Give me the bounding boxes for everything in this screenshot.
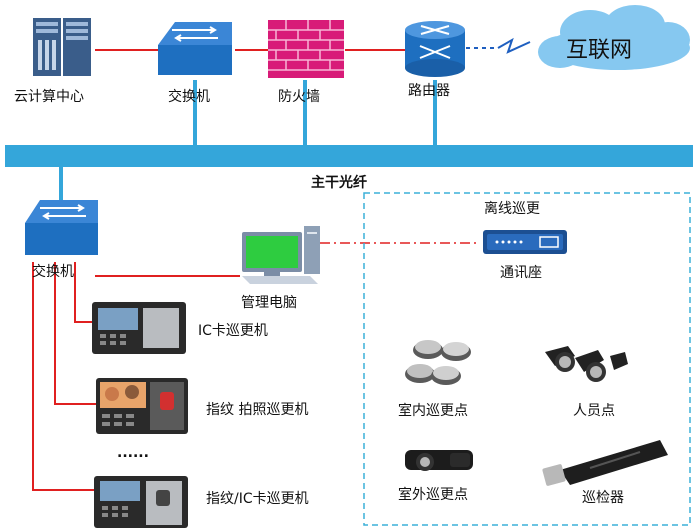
label-switch-left: 交换机 bbox=[32, 264, 74, 280]
label-switch-top: 交换机 bbox=[168, 89, 210, 105]
label-fingerprint-photo: 指纹 拍照巡更机 bbox=[206, 402, 309, 418]
firewall-icon bbox=[268, 20, 344, 78]
computer-icon bbox=[242, 226, 320, 284]
fingerprint-photo-device-icon bbox=[96, 378, 188, 434]
switch-top-icon bbox=[158, 22, 232, 75]
connector-firewall bbox=[303, 80, 307, 146]
label-firewall: 防火墙 bbox=[278, 89, 320, 105]
offline-patrol-box bbox=[363, 192, 691, 526]
connector-switch-left bbox=[59, 167, 63, 201]
outdoor-point-icon bbox=[405, 450, 473, 471]
lightning-icon bbox=[497, 37, 531, 54]
label-ellipsis: ...... bbox=[117, 445, 149, 461]
label-offline-title: 离线巡更 bbox=[484, 201, 540, 217]
backbone-fiber bbox=[5, 145, 693, 167]
label-comm-base: 通讯座 bbox=[500, 265, 542, 281]
link-switch-fingerprint-photo bbox=[54, 262, 96, 405]
label-indoor-point: 室内巡更点 bbox=[398, 403, 468, 419]
staff-point-icon bbox=[545, 346, 628, 382]
label-router: 路由器 bbox=[408, 83, 450, 99]
link-switch-fingerprint-ic bbox=[32, 262, 94, 491]
ic-card-device-icon bbox=[92, 302, 186, 354]
label-fingerprint-ic: 指纹/IC卡巡更机 bbox=[206, 491, 309, 507]
connector-router bbox=[433, 80, 437, 146]
indoor-point-icon bbox=[405, 340, 471, 385]
comm-base-icon bbox=[483, 230, 567, 254]
patrol-checker-icon bbox=[542, 440, 668, 486]
label-management-pc: 管理电脑 bbox=[241, 295, 297, 311]
label-outdoor-point: 室外巡更点 bbox=[398, 487, 468, 503]
label-staff-point: 人员点 bbox=[573, 403, 615, 419]
label-cloud-center: 云计算中心 bbox=[14, 89, 84, 105]
cloud-icon bbox=[538, 5, 690, 70]
connector-switch-top bbox=[193, 80, 197, 146]
switch-left-icon bbox=[25, 200, 98, 255]
label-checker: 巡检器 bbox=[582, 490, 624, 506]
server-rack-icon bbox=[33, 18, 91, 76]
router-icon bbox=[405, 21, 465, 77]
label-internet: 互联网 bbox=[566, 38, 633, 63]
label-backbone: 主干光纤 bbox=[311, 175, 367, 191]
fingerprint-ic-device-icon bbox=[94, 476, 188, 528]
link-switch-ic bbox=[74, 262, 92, 323]
label-ic-card: IC卡巡更机 bbox=[198, 323, 268, 339]
